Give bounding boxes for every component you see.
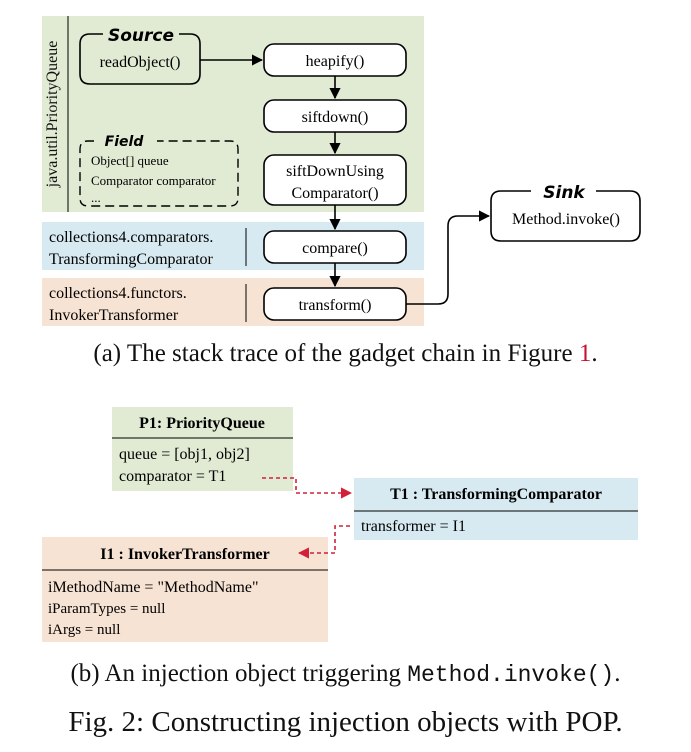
heapify-label: heapify() (306, 53, 365, 70)
p1-title: P1: PriorityQueue (139, 415, 265, 432)
package-label-comparators-line2: TransformingComparator (49, 251, 214, 268)
package-label-functors-line2: InvokerTransformer (49, 307, 179, 324)
reference-transformer-to-i1 (297, 525, 350, 559)
field-title: Field (105, 134, 145, 150)
p1-object-box (112, 407, 293, 491)
t1-title: T1 : TransformingComparator (390, 486, 602, 503)
p1-field-comparator: comparator = T1 (119, 468, 226, 485)
arrow-transform-to-sink (406, 210, 491, 305)
source-title: Source (108, 26, 174, 46)
p1-field-queue: queue = [obj1, obj2] (119, 446, 250, 463)
package-label-functors-line1: collections4.functors. (49, 285, 187, 302)
field-item-comparator: Comparator comparator (91, 173, 216, 188)
caption-a-text: (a) The stack trace of the gadget chain … (93, 340, 579, 367)
caption-b-period: . (614, 660, 621, 687)
compare-label: compare() (302, 240, 368, 257)
figure-caption-text: Fig. 2: Constructing injection objects w… (68, 706, 623, 738)
t1-object-box (354, 478, 638, 540)
sink-title: Sink (543, 183, 586, 203)
sink-method: Method.invoke() (512, 211, 620, 228)
field-item-ellipsis: ... (91, 190, 101, 205)
field-item-queue: Object[] queue (91, 153, 169, 168)
package-label-comparators-line1: collections4.comparators. (49, 229, 213, 246)
transform-label: transform() (299, 297, 372, 314)
caption-a-period: . (591, 340, 598, 367)
caption-a-figure-link[interactable]: 1 (578, 340, 592, 367)
caption-b: (b) An injection object triggering Metho… (0, 660, 691, 688)
i1-field-iparamtypes: iParamTypes = null (48, 601, 165, 617)
figure-caption: Fig. 2: Constructing injection objects w… (0, 706, 691, 739)
sink-box (490, 190, 641, 242)
caption-b-text: (b) An injection object triggering (70, 660, 408, 687)
reference-comparator-to-t1 (262, 477, 353, 499)
i1-field-imethodname: iMethodName = "MethodName" (48, 579, 258, 596)
siftdownusingcomparator-label-line1: siftDownUsing (286, 163, 384, 180)
source-box (79, 33, 201, 85)
package-label-priorityqueue: java.util.PriorityQueue (44, 41, 61, 189)
siftdownusingcomparator-label-line2: Comparator() (291, 185, 378, 202)
i1-title: I1 : InvokerTransformer (100, 546, 269, 563)
caption-a: (a) The stack trace of the gadget chain … (0, 340, 691, 368)
t1-field-transformer: transformer = I1 (361, 518, 466, 535)
field-box (79, 140, 239, 207)
caption-b-code: Method.invoke() (407, 662, 615, 688)
i1-field-iargs: iArgs = null (48, 622, 120, 638)
i1-object-box (42, 537, 328, 642)
siftdown-label: siftdown() (302, 109, 369, 126)
source-method: readObject() (100, 54, 181, 71)
